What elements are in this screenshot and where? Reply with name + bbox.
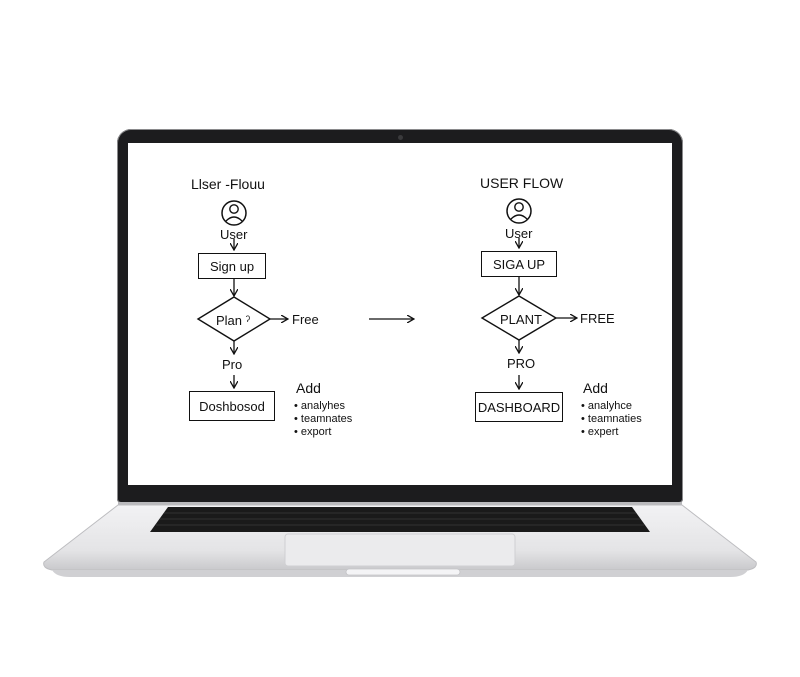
left-flow-title: Llser -Flouu [191,176,265,192]
left-signup-label: Sign up [209,258,255,274]
left-free-label: Free [292,312,319,327]
left-dashboard-box: Doshbosod [189,391,275,421]
laptop-notch [345,568,461,576]
right-add-title: Add [583,380,608,396]
left-add-item: • analyhes [294,400,345,412]
left-user-icon [221,200,247,226]
left-pro-label: Pro [222,357,243,372]
right-pro-label: PRO [507,356,536,371]
right-signup-box: SIGA UP [481,251,557,277]
right-add-item: • analyhce [581,400,632,412]
left-dashboard-label: Doshbosod [199,398,265,414]
right-user-label: User [505,226,533,241]
right-user-icon [506,198,532,224]
right-dashboard-label: DASHBOARD [477,399,561,415]
right-signup-label: SIGA UP [492,256,546,272]
left-add-item: • teamnates [294,413,353,425]
right-add-item: • teamnaties [581,413,642,425]
left-add-title: Add [296,380,321,396]
trackpad [284,533,516,567]
camera-icon [398,135,403,140]
left-user-label: User [220,227,248,242]
left-plan-label: Plan ˀ [216,313,251,328]
keyboard [150,507,650,532]
right-plan-label: PLANT [500,312,542,327]
laptop-screen: Llser -Flouu User Sign up Plan ˀ Free Pr… [128,143,672,485]
right-add-item: • expert [581,426,619,438]
laptop-base [40,502,760,578]
flow-diagram-lines [196,198,672,485]
right-free-label: FREE [580,311,615,326]
right-flow-title: USER FLOW [480,175,564,191]
left-signup-box: Sign up [198,253,266,279]
right-dashboard-box: DASHBOARD [475,392,563,422]
keyboard-keys [156,512,644,526]
left-add-item: • export [294,426,332,438]
laptop-hinge [118,502,682,506]
